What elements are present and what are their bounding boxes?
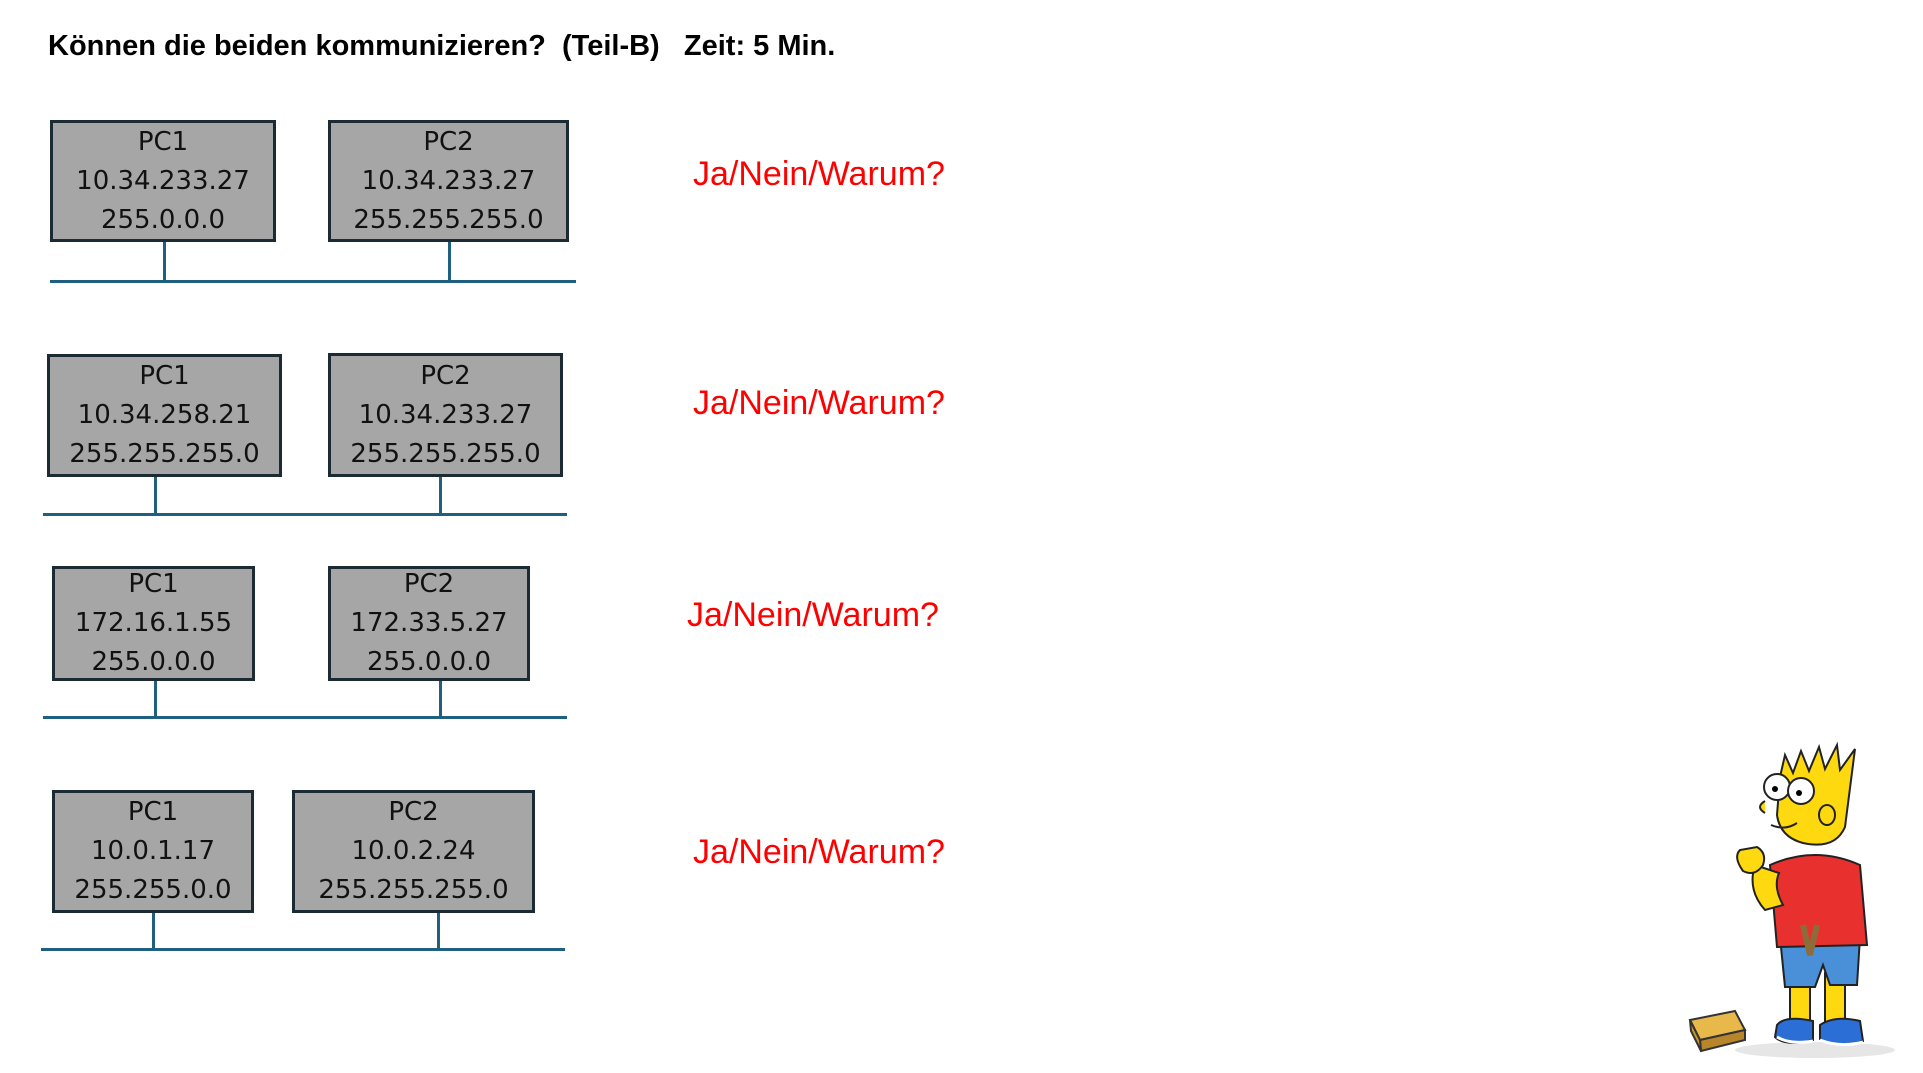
- pc2-box: PC2 10.34.233.27 255.255.255.0: [328, 120, 569, 242]
- pc-name: PC1: [137, 126, 189, 157]
- pc2-box: PC2 172.33.5.27 255.0.0.0: [328, 566, 530, 681]
- network-bus-line: [43, 513, 567, 516]
- pc2-connector: [437, 913, 440, 950]
- pc1-connector: [154, 681, 157, 718]
- pc-ip: 10.0.2.24: [351, 836, 476, 866]
- pc-ip: 172.16.1.55: [74, 608, 233, 638]
- pc-ip: 10.34.233.27: [361, 165, 536, 196]
- pc-name: PC2: [403, 569, 455, 599]
- pc-ip: 10.34.233.27: [76, 165, 250, 196]
- pc-name: PC1: [127, 797, 179, 827]
- pc-mask: 255.0.0.0: [100, 204, 226, 235]
- answer-prompt: Ja/Nein/Warum?: [693, 155, 945, 193]
- pc1-connector: [152, 913, 155, 950]
- answer-prompt: Ja/Nein/Warum?: [687, 596, 939, 634]
- pc-mask: 255.255.255.0: [350, 438, 541, 469]
- pc-mask: 255.255.255.0: [69, 439, 260, 469]
- pc-name: PC2: [423, 126, 474, 157]
- pc-ip: 10.34.233.27: [358, 399, 533, 430]
- page-title: Können die beiden kommunizieren? (Teil-B…: [48, 30, 836, 62]
- pc-mask: 255.0.0.0: [91, 647, 216, 677]
- pc2-box: PC2 10.0.2.24 255.255.255.0: [292, 790, 535, 913]
- pc1-connector: [163, 242, 166, 282]
- network-bus-line: [43, 716, 567, 719]
- brick-icon: [1688, 1009, 1747, 1053]
- pc-ip: 10.34.258.21: [77, 400, 252, 430]
- pc-name: PC2: [388, 797, 439, 827]
- network-bus-line: [50, 280, 576, 283]
- pc-mask: 255.255.255.0: [318, 875, 509, 905]
- pc1-connector: [154, 477, 157, 515]
- pc2-connector: [439, 681, 442, 718]
- pc-mask: 255.0.0.0: [366, 647, 492, 677]
- pc1-box: PC1 10.0.1.17 255.255.0.0: [52, 790, 254, 913]
- answer-prompt: Ja/Nein/Warum?: [693, 833, 945, 871]
- pc-ip: 172.33.5.27: [350, 608, 508, 638]
- cartoon-boy-illustration: [1688, 741, 1895, 1058]
- pc2-connector: [439, 477, 442, 515]
- pc-ip: 10.0.1.17: [90, 836, 216, 866]
- pc-mask: 255.255.0.0: [74, 875, 232, 905]
- pc-name: PC1: [128, 569, 179, 599]
- pc2-box: PC2 10.34.233.27 255.255.255.0: [328, 353, 563, 477]
- answer-prompt: Ja/Nein/Warum?: [693, 384, 945, 422]
- pc1-box: PC1 10.34.258.21 255.255.255.0: [47, 354, 282, 477]
- pc-name: PC2: [420, 360, 471, 391]
- pc1-box: PC1 10.34.233.27 255.0.0.0: [50, 120, 276, 242]
- pc-name: PC1: [139, 361, 190, 391]
- pc1-box: PC1 172.16.1.55 255.0.0.0: [52, 566, 255, 681]
- pc2-connector: [448, 242, 451, 282]
- pc-mask: 255.255.255.0: [353, 204, 544, 235]
- network-bus-line: [41, 948, 565, 951]
